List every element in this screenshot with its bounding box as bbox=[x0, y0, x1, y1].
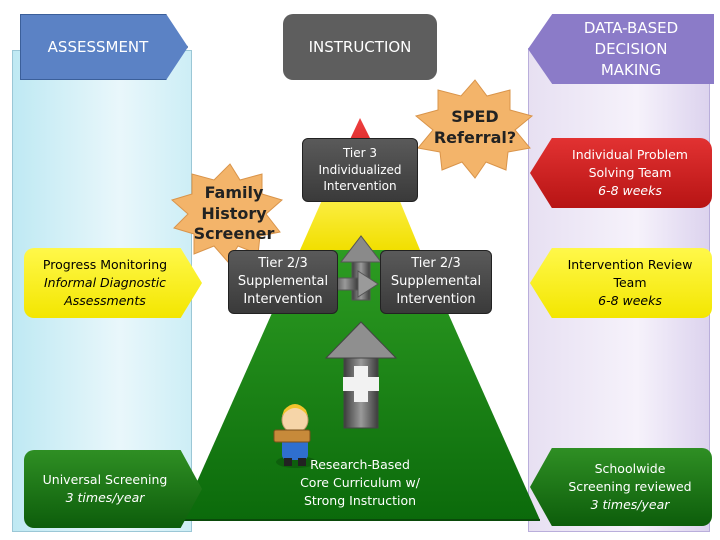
review-line-1: Intervention Review bbox=[567, 256, 693, 272]
schoolwide-line-1: Schoolwide bbox=[594, 460, 666, 476]
instruction-header: INSTRUCTION bbox=[283, 14, 437, 80]
progress-line-2: Informal Diagnostic bbox=[43, 274, 167, 290]
problem-line-2: Solving Team bbox=[588, 164, 672, 180]
core-line-3: Strong Instruction bbox=[303, 493, 417, 509]
tier23-left-box: Tier 2/3 Supplemental Intervention bbox=[228, 250, 338, 314]
data-based-line-1: DATA-BASED bbox=[583, 18, 679, 37]
data-based-line-3: MAKING bbox=[600, 60, 662, 79]
instruction-title: INSTRUCTION bbox=[308, 37, 412, 56]
sped-line-2: Referral? bbox=[433, 128, 517, 147]
schoolwide-screening-box: Schoolwide Screening reviewed 3 times/ye… bbox=[530, 448, 712, 526]
core-curriculum-text: Research-Based Core Curriculum w/ Strong… bbox=[290, 452, 430, 514]
core-line-1: Research-Based bbox=[310, 456, 410, 472]
problem-line-3: 6-8 weeks bbox=[598, 183, 662, 199]
review-line-3: 6-8 weeks bbox=[598, 293, 662, 309]
universal-line-1: Universal Screening bbox=[42, 471, 168, 487]
tier23-right-line-1: Tier 2/3 bbox=[411, 255, 461, 271]
sped-line-1: SPED bbox=[451, 107, 499, 127]
tier23-left-line-1: Tier 2/3 bbox=[258, 255, 308, 271]
schoolwide-line-3: 3 times/year bbox=[590, 497, 670, 513]
tier3-line-3: Intervention bbox=[323, 179, 397, 194]
universal-screening-box: Universal Screening 3 times/year bbox=[24, 450, 202, 528]
tier23-right-line-3: Intervention bbox=[396, 292, 476, 308]
progress-line-1: Progress Monitoring bbox=[42, 256, 168, 272]
tier3-line-1: Tier 3 bbox=[342, 145, 378, 160]
tier3-line-2: Individualized bbox=[318, 162, 402, 177]
tier23-left-line-2: Supplemental bbox=[237, 273, 329, 289]
tier23-right-line-2: Supplemental bbox=[390, 273, 482, 289]
sped-starburst bbox=[414, 79, 534, 179]
core-line-2: Core Curriculum w/ bbox=[300, 474, 420, 490]
progress-monitoring-box: Progress Monitoring Informal Diagnostic … bbox=[24, 248, 202, 318]
assessment-title: ASSESSMENT bbox=[47, 37, 149, 56]
schoolwide-line-2: Screening reviewed bbox=[568, 478, 692, 494]
plus-arrow-icon bbox=[324, 321, 398, 429]
family-line-3: Screener bbox=[193, 224, 275, 244]
tier23-right-box: Tier 2/3 Supplemental Intervention bbox=[380, 250, 492, 314]
family-line-2: History bbox=[201, 203, 267, 223]
student-reading-icon bbox=[273, 404, 316, 468]
sped-referral: SPED Referral? bbox=[432, 102, 518, 154]
data-based-header: DATA-BASED DECISION MAKING bbox=[528, 14, 714, 84]
data-based-line-2: DECISION bbox=[594, 39, 668, 58]
assessment-header: ASSESSMENT bbox=[20, 14, 188, 80]
progress-line-3: Assessments bbox=[64, 293, 146, 309]
problem-solving-team-box: Individual Problem Solving Team 6-8 week… bbox=[530, 138, 712, 208]
universal-line-2: 3 times/year bbox=[65, 490, 145, 505]
family-history-screener: Family History Screener bbox=[188, 182, 280, 246]
tier23-left-line-3: Intervention bbox=[243, 292, 323, 308]
intervention-review-team-box: Intervention Review Team 6-8 weeks bbox=[530, 248, 712, 318]
review-line-2: Team bbox=[613, 274, 647, 290]
tier3-box: Tier 3 Individualized Intervention bbox=[302, 138, 418, 202]
family-line-1: Family bbox=[204, 182, 264, 202]
problem-line-1: Individual Problem bbox=[572, 146, 688, 162]
